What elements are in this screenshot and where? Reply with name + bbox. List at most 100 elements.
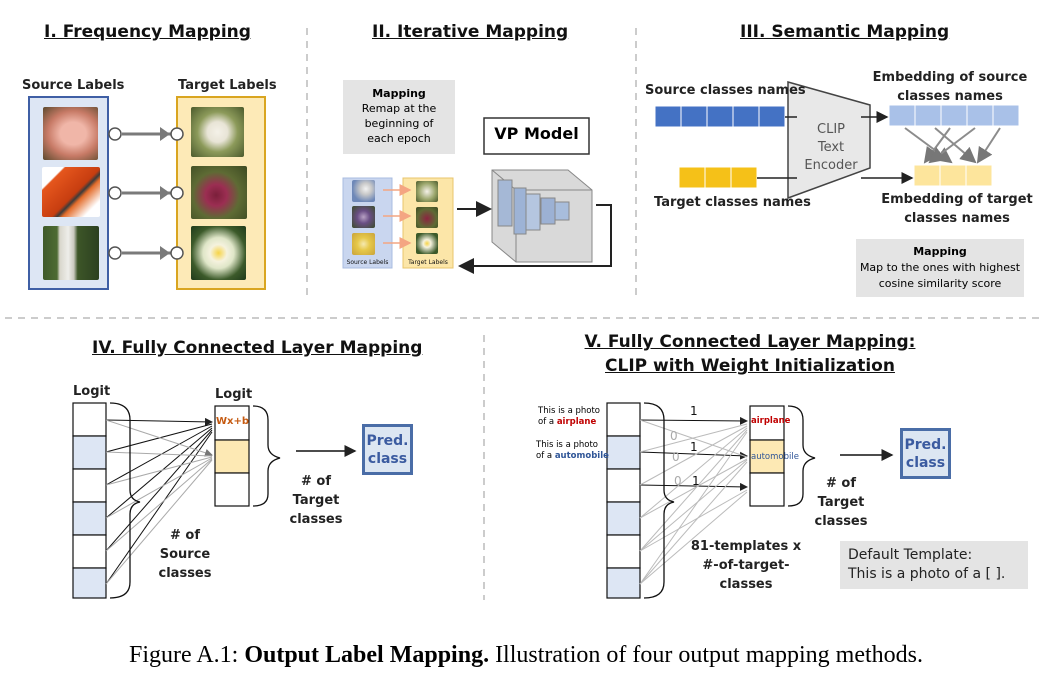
lifeboat-photo (42, 167, 100, 217)
fc-left-logits (72, 402, 107, 599)
section-5-title-line: CLIP with Weight Initialization (605, 356, 895, 376)
source-classes-names-label: Source classes names (645, 83, 806, 98)
default-template-text: Default Template: This is a photo of a [… (848, 546, 1005, 584)
mini-source-label: Source Labels (346, 259, 389, 266)
sem-cross-arrows (904, 127, 1001, 164)
weight-label: 1 (692, 474, 700, 488)
node-source-1 (108, 127, 122, 141)
iter-mapping-box (343, 80, 455, 154)
vp-model-label: VP Model (494, 124, 579, 143)
sem-mapping-line: Map to the ones with highest (859, 261, 1021, 274)
weight-label: 0 (672, 450, 680, 464)
target-name-blocks (678, 166, 758, 189)
clip-target-brace-label: # of Target classes (812, 474, 870, 531)
vp-model-box (483, 117, 590, 155)
iter-mapping-title: Mapping (372, 87, 426, 100)
weight-label: 1 (690, 440, 698, 454)
clip-braces (643, 402, 816, 599)
clip-encoder-line: Text (817, 140, 845, 155)
bottle-photo (43, 226, 99, 280)
node-target-2 (170, 186, 184, 200)
iter-mapping-line: beginning of (364, 117, 434, 130)
fc-target-brace-label: # of Target classes (283, 472, 349, 529)
clip-connections (639, 416, 748, 585)
section-2-title: II. Iterative Mapping (372, 22, 569, 42)
mini-target-label: Target Labels (408, 259, 448, 266)
emb-target-line: Embedding of target (881, 192, 1033, 207)
caption-prefix: Figure A.1: (128, 642, 245, 668)
prompt-line: This is a photo (536, 440, 598, 450)
default-template-line: Default Template: (848, 547, 973, 563)
iter-flow-lines (457, 201, 612, 274)
clip-target-brace (787, 405, 816, 507)
prompt-automobile: This is a photo of a automobile (520, 440, 610, 462)
clip-pred-class-box: Pred. class (900, 428, 951, 479)
templates-line: 81-templates x (690, 539, 802, 554)
emb-target-blocks (913, 164, 993, 187)
pred-line: Pred. (366, 433, 409, 449)
target-labels-heading: Target Labels (178, 78, 277, 93)
weight-label: 1 (690, 404, 698, 418)
prompt-word-airplane: airplane (556, 417, 597, 427)
brace-line: Target (817, 495, 865, 510)
fc-pred-class-box: Pred. class (362, 424, 413, 475)
freq-nodes (108, 127, 184, 260)
caption-bold: Output Label Mapping. (244, 642, 490, 668)
section-4-title: IV. Fully Connected Layer Mapping (92, 338, 423, 358)
separators (5, 28, 1045, 600)
iter-mapping-text: Mapping Remap at the beginning of each e… (343, 86, 455, 146)
section-5-title-line: V. Fully Connected Layer Mapping: (584, 332, 916, 352)
sem-arrows (757, 111, 914, 184)
prompt-line: of a (536, 451, 553, 461)
brace-line: classes (158, 566, 212, 581)
target-brace (252, 405, 281, 507)
output-airplane-label: airplane (751, 416, 791, 426)
mini-source-photo-1 (352, 180, 375, 202)
iter-mapping-line: each epoch (367, 132, 431, 145)
clip-source-brace (643, 402, 675, 599)
node-source-2 (108, 186, 122, 200)
templates-line: #-of-target-classes (702, 558, 790, 592)
pred-line: class (367, 451, 408, 467)
source-brace (109, 402, 141, 599)
default-template-line: This is a photo of a [ ]. (848, 566, 1006, 582)
clip-right-logits (749, 405, 785, 507)
brace-line: Source (159, 547, 211, 562)
sem-mapping-title: Mapping (913, 245, 967, 258)
clip-encoder-line: CLIP (817, 122, 845, 137)
mini-source-photo-3 (352, 233, 375, 255)
prompt-line: of a (538, 417, 555, 427)
clip-encoder-label: CLIP Text Encoder (796, 121, 866, 175)
node-target-1 (170, 127, 184, 141)
fc-right-logits (214, 405, 250, 507)
emb-target-line: classes names (904, 211, 1010, 226)
clip-encoder-shape (787, 81, 871, 200)
clip-left-logits (606, 402, 641, 599)
water-lily-photo (191, 226, 246, 280)
pred-line: class (905, 455, 946, 471)
wxb-label: Wx+b (216, 416, 250, 427)
emb-source-label: Embedding of source classes names (870, 68, 1030, 106)
mini-source-photo-2 (352, 206, 375, 228)
prompt-line: This is a photo (538, 406, 600, 416)
brace-line: # of (300, 474, 331, 489)
templates-label: 81-templates x #-of-target-classes (676, 537, 816, 594)
mini-arrows (383, 184, 412, 249)
vp-model-3d (491, 169, 593, 263)
target-classes-names-label: Target classes names (654, 195, 811, 210)
logit-left-label: Logit (73, 384, 111, 399)
sem-mapping-line: cosine similarity score (878, 277, 1002, 290)
weight-label: 0 (670, 429, 678, 443)
section-1-title: I. Frequency Mapping (44, 22, 251, 42)
caption-rest: Illustration of four output mapping meth… (489, 642, 924, 668)
emb-target-label: Embedding of target classes names (877, 190, 1037, 228)
sem-mapping-text: Mapping Map to the ones with highest cos… (856, 244, 1024, 292)
fritillary-flower-photo (191, 166, 247, 219)
section-3-title: III. Semantic Mapping (740, 22, 950, 42)
logit-right-label: Logit (215, 387, 253, 402)
section-5-title: V. Fully Connected Layer Mapping: CLIP w… (560, 330, 940, 378)
brace-line: classes (289, 512, 343, 527)
emb-source-blocks (888, 104, 1020, 127)
freq-arrowheads (160, 127, 170, 260)
node-target-3 (170, 246, 184, 260)
